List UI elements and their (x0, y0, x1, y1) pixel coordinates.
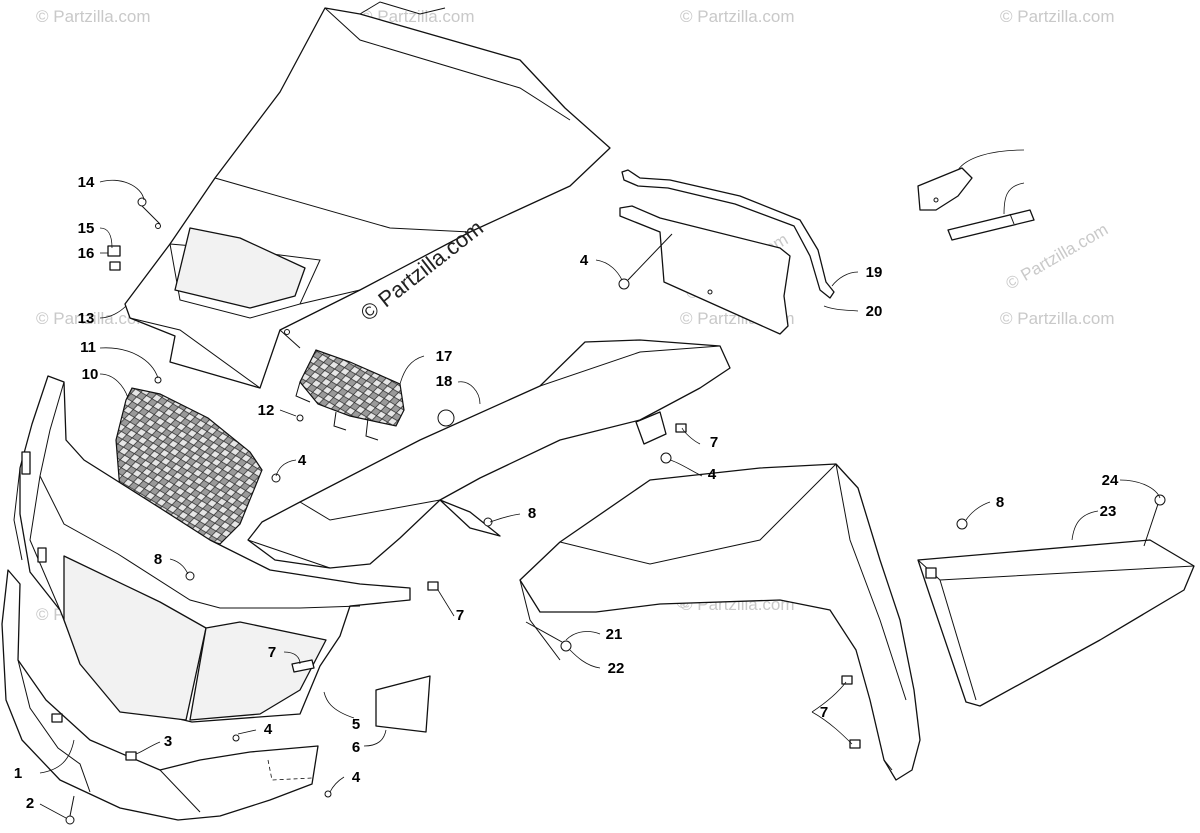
watermark: © Partzilla.com (680, 7, 795, 26)
part-hood (124, 1, 611, 389)
callout-4: 4 (298, 452, 307, 469)
part-lower-bumper (1, 569, 319, 821)
callout-7: 7 (820, 704, 828, 721)
callout-7: 7 (456, 607, 464, 624)
callout-layer: 14 15 16 13 11 10 12 17 18 4 7 4 8 8 7 7… (14, 174, 1119, 812)
callout-17: 19 (866, 264, 883, 281)
callout-4: 4 (580, 252, 589, 269)
callout-8: 8 (528, 505, 536, 522)
part-plate (375, 675, 431, 733)
callout-14: 16 (78, 245, 95, 262)
callout-6: 6 (352, 739, 360, 756)
callout-4: 4 (708, 466, 717, 483)
part-decal (917, 167, 973, 211)
part-side-panel (247, 339, 731, 569)
callout-19: 21 (606, 626, 623, 643)
watermark: © Partzilla.com (1000, 309, 1115, 328)
watermark: © Partzilla.com (360, 7, 475, 26)
callout-10: 11 (80, 339, 96, 356)
watermark: © Partzilla.com (1003, 220, 1112, 294)
callout-3: 3 (164, 733, 172, 750)
part-fender (519, 463, 921, 781)
callout-18: 20 (866, 303, 883, 320)
watermark: © Partzilla.com (1000, 7, 1115, 26)
callout-7: 7 (268, 644, 276, 661)
callout-15: 17 (436, 348, 453, 365)
callout-8: 8 (996, 494, 1004, 511)
callout-1: 1 (14, 765, 22, 782)
part-strip (947, 209, 1035, 241)
watermark: © Partzilla.com (36, 7, 151, 26)
leader-lines (39, 149, 1161, 819)
callout-8: 8 (154, 551, 162, 568)
callout-13: 15 (78, 220, 95, 237)
callout-20: 22 (608, 660, 625, 677)
callout-4: 4 (264, 721, 273, 738)
part-small-grille (295, 349, 405, 441)
callout-7: 7 (710, 434, 718, 451)
watermark: © Partzilla.com (36, 309, 151, 328)
callout-16: 18 (436, 373, 453, 390)
callout-21: 23 (1100, 503, 1117, 520)
part-bracket (619, 205, 791, 335)
callout-10: 12 (258, 402, 275, 419)
callout-4: 4 (352, 769, 361, 786)
callout-5: 5 (352, 716, 360, 733)
callout-11: 13 (78, 310, 95, 327)
callout-2: 2 (26, 795, 34, 812)
part-front-fascia (13, 375, 411, 723)
part-support-bar (621, 169, 835, 299)
callout-9: 10 (82, 366, 99, 383)
part-side-cover (917, 539, 1195, 707)
fasteners (65, 197, 1166, 825)
callout-22: 24 (1102, 472, 1119, 489)
callout-12: 14 (78, 174, 95, 191)
